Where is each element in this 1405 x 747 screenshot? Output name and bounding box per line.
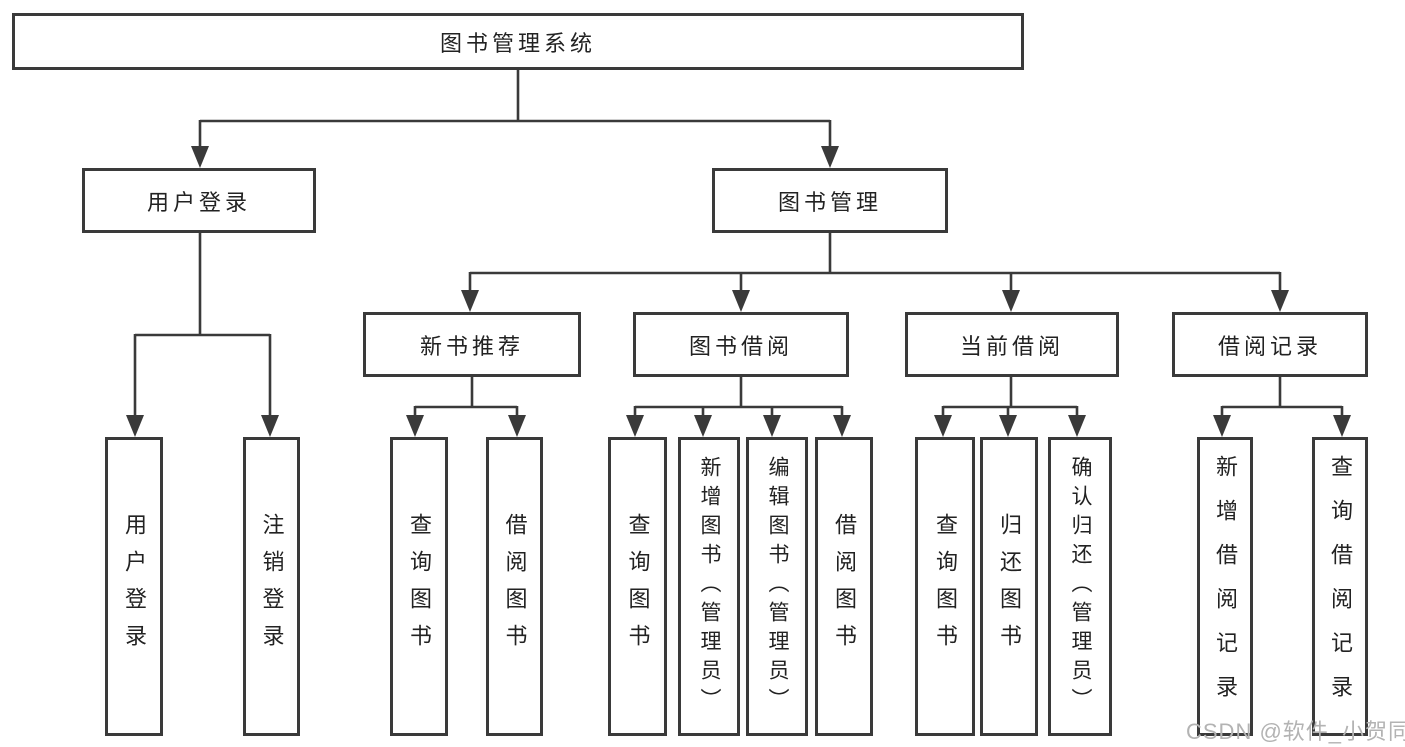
- csdn-watermark: CSDN @软件_小贺同学: [1186, 719, 1405, 744]
- node-library-management-system: 图书管理系统: [12, 13, 1024, 70]
- node-current-borrow: 当前借阅: [905, 312, 1119, 377]
- leaf-user-login: 用户登录: [105, 437, 163, 736]
- leaf-return-books: 归还图书: [980, 437, 1038, 736]
- leaf-query-books-current: 查询图书: [915, 437, 975, 736]
- leaf-logout: 注销登录: [243, 437, 300, 736]
- node-book-management: 图书管理: [712, 168, 948, 233]
- leaf-add-borrow-record: 新增借阅记录: [1197, 437, 1253, 736]
- leaf-borrow-books: 借阅图书: [815, 437, 873, 736]
- leaf-query-books-recommend: 查询图书: [390, 437, 448, 736]
- leaf-confirm-return-admin: 确认归还（管理员）: [1048, 437, 1112, 736]
- leaf-query-borrow-record: 查询借阅记录: [1312, 437, 1368, 736]
- node-book-borrow: 图书借阅: [633, 312, 849, 377]
- leaf-edit-book-admin: 编辑图书（管理员）: [746, 437, 808, 736]
- leaf-query-books-borrow: 查询图书: [608, 437, 667, 736]
- node-new-book-recommend: 新书推荐: [363, 312, 581, 377]
- node-user-login: 用户登录: [82, 168, 316, 233]
- leaf-add-book-admin: 新增图书（管理员）: [678, 437, 740, 736]
- leaf-borrow-books-recommend: 借阅图书: [486, 437, 543, 736]
- node-borrow-records: 借阅记录: [1172, 312, 1368, 377]
